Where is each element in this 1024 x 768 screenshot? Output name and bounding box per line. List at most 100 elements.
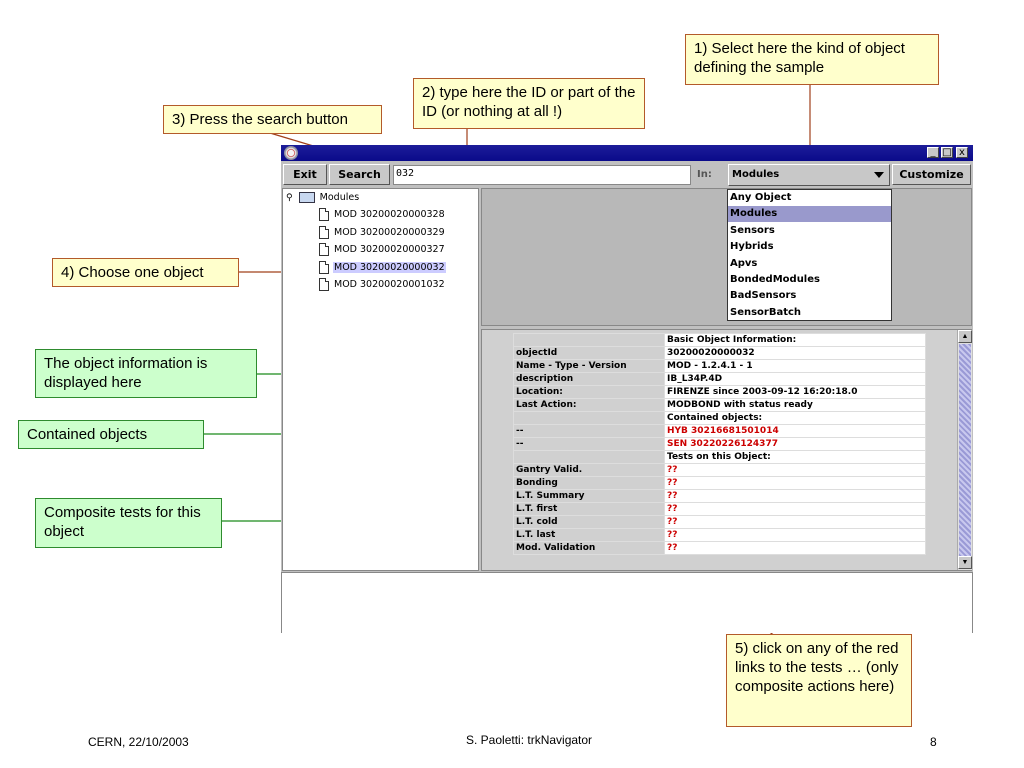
callout-choose-object: 4) Choose one object: [52, 258, 239, 287]
callout-click-links: 5) click on any of the red links to the …: [726, 634, 912, 727]
info-row: L.T. cold??: [513, 515, 926, 529]
info-key: Name - Type - Version: [513, 359, 665, 373]
info-row: --HYB 30216681501014: [513, 424, 926, 438]
tree-item[interactable]: MOD 30200020000328: [319, 208, 446, 221]
info-value: Basic Object Information:: [664, 333, 926, 347]
exit-button[interactable]: Exit: [283, 164, 327, 185]
dropdown-option[interactable]: Hybrids: [730, 241, 774, 253]
tree-item-label: MOD 30200020000328: [334, 209, 445, 220]
dropdown-option[interactable]: Modules: [728, 206, 891, 223]
document-icon: [319, 260, 329, 274]
object-kind-select[interactable]: Modules: [728, 164, 890, 186]
info-link[interactable]: SEN 30220226124377: [664, 437, 926, 451]
customize-button[interactable]: Customize: [892, 164, 971, 185]
info-link[interactable]: ??: [664, 489, 926, 503]
info-link[interactable]: ??: [664, 502, 926, 516]
footer-center: S. Paoletti: trkNavigator: [466, 733, 593, 747]
scroll-up-icon[interactable]: ▲: [958, 330, 972, 343]
maximize-button[interactable]: □: [941, 147, 953, 158]
tree-root-label: Modules: [319, 192, 360, 203]
info-key: Bonding: [513, 476, 665, 490]
search-input[interactable]: 032: [393, 165, 691, 185]
dropdown-arrow-icon[interactable]: [874, 172, 884, 178]
info-scrollbar[interactable]: ▲ ▼: [957, 330, 972, 570]
tree-item[interactable]: MOD 30200020000329: [319, 225, 446, 239]
trknavigator-window: _ □ x Exit Search 032 In: Modules Custom…: [281, 145, 973, 633]
info-key: L.T. cold: [513, 515, 665, 529]
info-key: Last Action:: [513, 398, 665, 412]
tree-item-label: MOD 30200020000032: [333, 261, 446, 273]
tree-item[interactable]: MOD 30200020000032: [319, 260, 446, 274]
info-value: Tests on this Object:: [664, 450, 926, 464]
info-link[interactable]: ??: [664, 528, 926, 542]
in-label: In:: [697, 169, 712, 180]
document-icon: [319, 225, 329, 239]
close-button[interactable]: x: [956, 147, 968, 158]
info-value: FIRENZE since 2003-09-12 16:20:18.0: [664, 385, 926, 399]
document-icon: [319, 243, 329, 256]
info-row: L.T. Summary??: [513, 489, 926, 503]
info-key: [513, 411, 665, 425]
bottom-panel: [281, 572, 973, 633]
info-key: objectId: [513, 346, 665, 360]
info-row: --SEN 30220226124377: [513, 437, 926, 451]
callout-type-id: 2) type here the ID or part of the ID (o…: [413, 78, 645, 129]
info-link[interactable]: ??: [664, 463, 926, 477]
dropdown-option[interactable]: BondedModules: [730, 274, 820, 285]
minimize-button[interactable]: _: [927, 147, 939, 158]
info-key: --: [513, 437, 665, 451]
tree-handle-icon[interactable]: ⚲: [286, 193, 293, 203]
callout-press-search: 3) Press the search button: [163, 105, 382, 134]
info-row: Last Action:MODBOND with status ready: [513, 398, 926, 412]
tree-item-label: MOD 30200020001032: [334, 279, 445, 290]
tree-root[interactable]: ⚲ Modules: [286, 192, 359, 203]
tree-item[interactable]: MOD 30200020001032: [319, 278, 446, 291]
info-key: L.T. last: [513, 528, 665, 542]
callout-select-kind: 1) Select here the kind of object defini…: [685, 34, 939, 85]
info-link[interactable]: ??: [664, 515, 926, 529]
info-value: MODBOND with status ready: [664, 398, 926, 412]
info-key: description: [513, 372, 665, 386]
info-value: MOD - 1.2.4.1 - 1: [664, 359, 926, 373]
info-row: Tests on this Object:: [513, 450, 926, 464]
info-row: Contained objects:: [513, 411, 926, 425]
info-row: L.T. first??: [513, 502, 926, 516]
info-link[interactable]: ??: [664, 541, 926, 555]
info-row: Basic Object Information:: [513, 333, 926, 347]
window-titlebar: _ □ x: [281, 145, 973, 161]
info-row: L.T. last??: [513, 528, 926, 542]
info-key: [513, 333, 665, 347]
info-link[interactable]: ??: [664, 476, 926, 490]
info-row: Mod. Validation??: [513, 541, 926, 555]
dropdown-option[interactable]: Any Object: [730, 192, 792, 203]
dropdown-option[interactable]: BadSensors: [730, 290, 797, 302]
info-key: Location:: [513, 385, 665, 399]
dropdown-option[interactable]: Sensors: [730, 224, 775, 236]
scroll-thumb[interactable]: [959, 344, 971, 556]
folder-icon: [298, 192, 315, 203]
scroll-down-icon[interactable]: ▼: [958, 556, 972, 569]
callout-object-info: The object information is displayed here: [35, 349, 257, 398]
info-link[interactable]: HYB 30216681501014: [664, 424, 926, 438]
info-key: [513, 450, 665, 464]
document-icon: [319, 278, 329, 291]
dropdown-option[interactable]: SensorBatch: [730, 306, 802, 318]
callout-contained: Contained objects: [18, 420, 204, 449]
tree-item-label: MOD 30200020000329: [334, 226, 445, 238]
search-button[interactable]: Search: [329, 164, 390, 185]
info-value: Contained objects:: [664, 411, 926, 425]
info-key: L.T. Summary: [513, 489, 665, 503]
app-icon: [284, 146, 298, 160]
toolbar: Exit Search 032 In: Modules Customize: [281, 162, 973, 187]
tree-item[interactable]: MOD 30200020000327: [319, 243, 446, 256]
dropdown-option[interactable]: Apvs: [730, 257, 758, 269]
tree-item-label: MOD 30200020000327: [334, 244, 445, 255]
footer-left: CERN, 22/10/2003: [88, 735, 189, 749]
info-key: Mod. Validation: [513, 541, 665, 555]
info-row: Bonding??: [513, 476, 926, 490]
